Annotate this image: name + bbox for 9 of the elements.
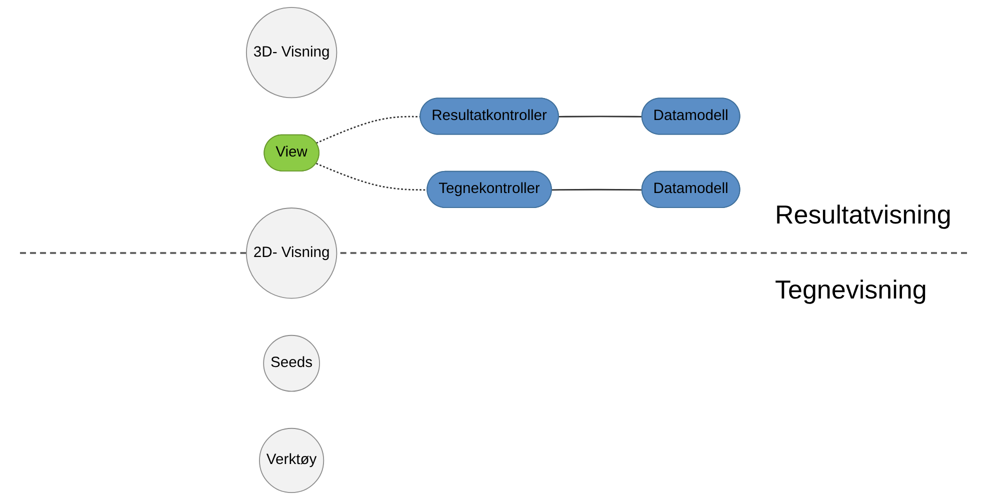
node-circle: 3D- Visning — [246, 6, 338, 98]
node-circle: 2D- Visning — [246, 208, 338, 299]
connector — [316, 162, 428, 191]
node-circle: Seeds — [264, 334, 320, 392]
connector — [552, 188, 643, 191]
connector — [559, 116, 643, 118]
node-circle: Verktøy — [259, 428, 324, 494]
section-label: Resultatvisning — [775, 200, 952, 230]
section-label: Tegnevisning — [775, 274, 927, 306]
